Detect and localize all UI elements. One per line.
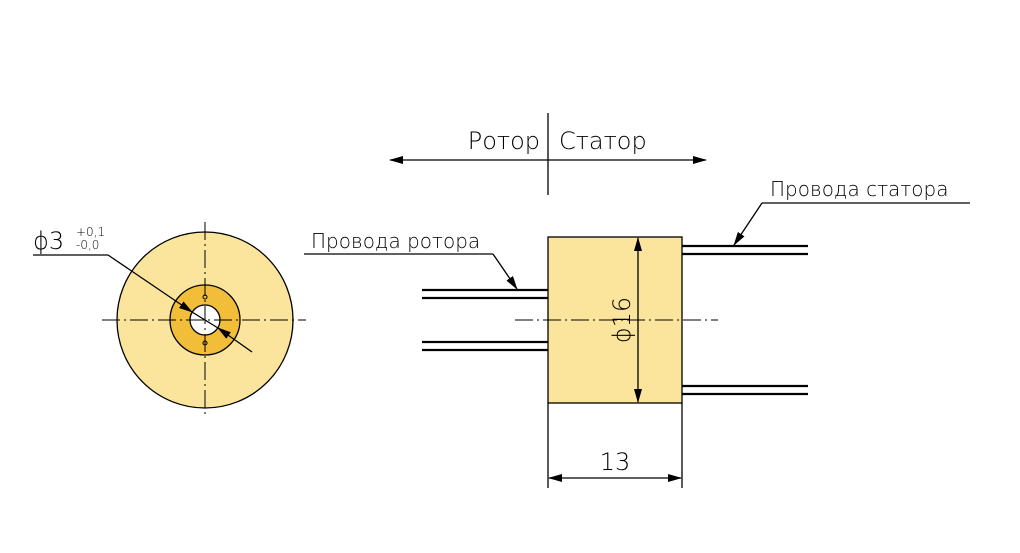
hub-pin-bottom — [202, 340, 208, 346]
bore-dimension-leader-far — [217, 327, 253, 353]
rotor-wires-label: Провода ротора — [311, 229, 480, 253]
bore-tolerance-upper: +0,1 — [76, 225, 105, 239]
bore-tolerance-lower: -0,0 — [76, 238, 99, 252]
rotor-wires-leader — [492, 253, 518, 290]
rotor-stator-header: Ротор Статор — [389, 113, 707, 195]
stator-label: Статор — [559, 127, 647, 155]
bore-dimension-leader — [107, 254, 193, 313]
body-diameter-label: ϕ16 — [608, 297, 636, 343]
bore-dimension-through — [191, 311, 219, 329]
stator-wires-leader — [733, 202, 763, 246]
rotor-label: Ротор — [468, 127, 540, 155]
stator-wires-label: Провода статора — [770, 177, 948, 201]
end-view: ϕ3 +0,1 -0,0 — [33, 222, 306, 418]
hub-pin-top — [202, 294, 208, 300]
length-label: 13 — [600, 448, 631, 476]
side-view: Провода ротора Провода статора ϕ16 13 — [304, 177, 970, 488]
bore-diameter-label: ϕ3 — [33, 227, 64, 255]
